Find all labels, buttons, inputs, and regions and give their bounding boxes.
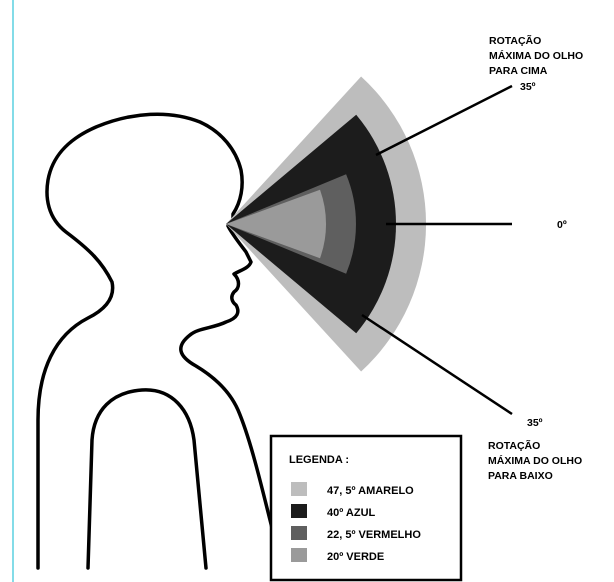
arm-outline xyxy=(88,390,206,568)
lower-title-line-1: ROTAÇÃO xyxy=(488,439,540,452)
upper-title-line-3: PARA CIMA xyxy=(489,65,548,77)
profile-outline xyxy=(38,114,282,568)
legend-label-azul: 40º AZUL xyxy=(327,507,376,519)
upper-rotation-title: ROTAÇÃO MÁXIMA DO OLHO PARA CIMA xyxy=(489,34,586,77)
upper-angle-label: 35º xyxy=(520,81,536,93)
lower-rotation-title: ROTAÇÃO MÁXIMA DO OLHO PARA BAIXO xyxy=(488,439,585,482)
lower-title-line-2: MÁXIMA DO OLHO xyxy=(488,454,582,467)
legend-label-verde: 20º VERDE xyxy=(327,551,384,563)
upper-title-line-1: ROTAÇÃO xyxy=(489,34,541,47)
center-angle-label: 0º xyxy=(557,219,567,231)
upper-title-line-2: MÁXIMA DO OLHO xyxy=(489,49,583,62)
legend-swatch-verde xyxy=(291,548,307,562)
legend-swatch-amarelo xyxy=(291,482,307,496)
lower-angle-label: 35º xyxy=(527,417,543,429)
head-silhouette xyxy=(38,114,282,568)
legend-title: LEGENDA : xyxy=(289,454,349,466)
legend-swatch-vermelho xyxy=(291,526,307,540)
legend-swatch-azul xyxy=(291,504,307,518)
legend: LEGENDA : 47, 5º AMARELO 40º AZUL 22, 5º… xyxy=(271,436,461,580)
lower-limit-line xyxy=(362,315,512,414)
legend-label-vermelho: 22, 5º VERMELHO xyxy=(327,529,421,541)
lower-title-line-3: PARA BAIXO xyxy=(488,470,553,482)
legend-label-amarelo: 47, 5º AMARELO xyxy=(327,485,414,497)
